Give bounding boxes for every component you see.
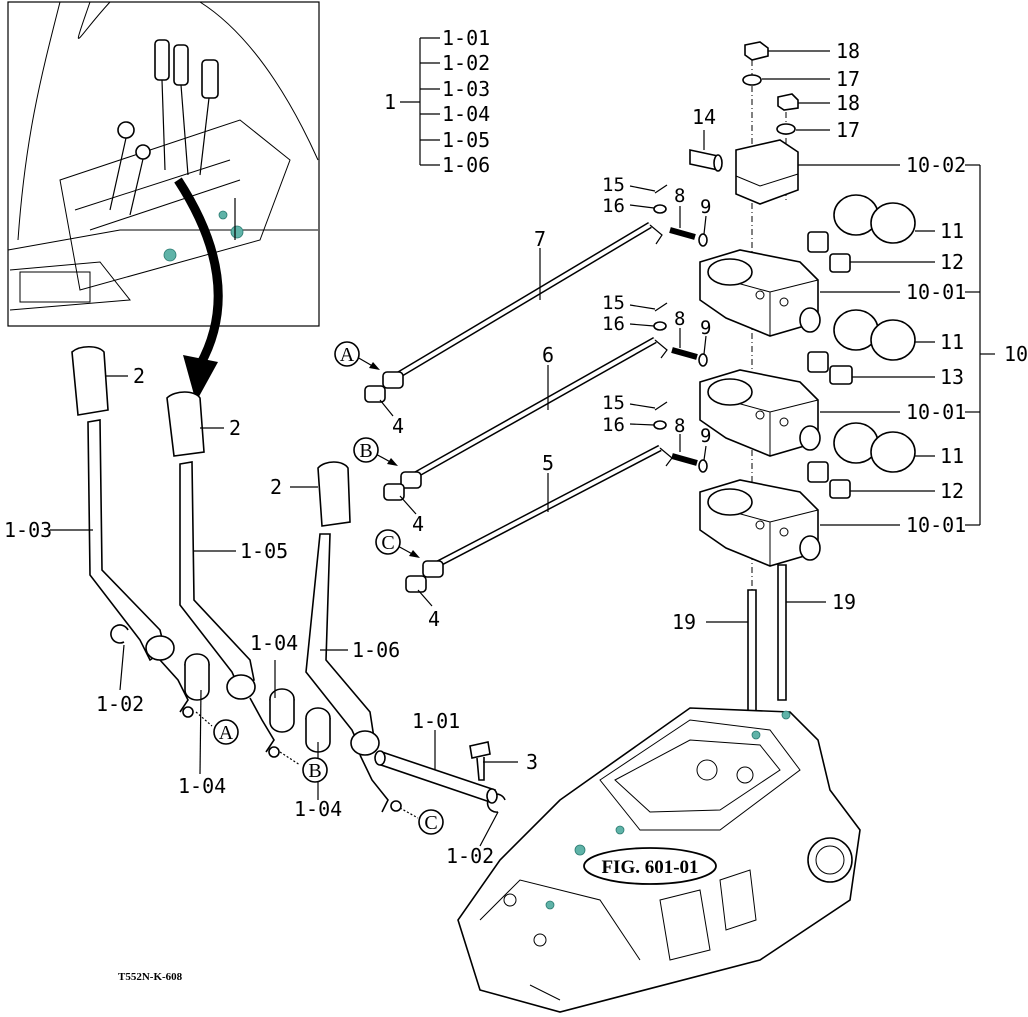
bolt-3 — [469, 741, 491, 781]
callout-10-01-b: 10-01 — [906, 400, 966, 424]
callout-3: 3 — [526, 750, 538, 774]
callout-11-a: 11 — [940, 219, 964, 243]
callout-1-06: 1-06 — [352, 638, 400, 662]
ref-marker-b-lever-label: B — [308, 760, 321, 782]
callout-1-01: 1-01 — [412, 709, 460, 733]
callout-1: 1 — [384, 90, 396, 114]
callout-1-05-top: 1-05 — [442, 128, 490, 152]
reference-markers: A B C A B C — [213, 341, 444, 835]
callout-8-c: 8 — [674, 415, 685, 437]
pointer-arrow — [174, 177, 223, 402]
callout-1-06-top: 1-06 — [442, 153, 490, 177]
callout-19-left: 19 — [672, 610, 696, 634]
callout-6: 6 — [542, 343, 554, 367]
callout-1-02-top: 1-02 — [442, 51, 490, 75]
callout-16-b: 16 — [602, 313, 625, 335]
callout-19-right: 19 — [832, 590, 856, 614]
lever-1-06 — [305, 461, 402, 813]
callout-17-b: 17 — [836, 118, 860, 142]
callout-1-02-right: 1-02 — [446, 844, 494, 868]
callout-2-a: 2 — [133, 364, 145, 388]
ref-marker-c-rod-label: C — [381, 532, 394, 554]
callout-18-b: 18 — [836, 91, 860, 115]
callout-1-01-top: 1-01 — [442, 26, 490, 50]
ref-marker-a-rod — [334, 341, 360, 367]
ref-marker-b-rod — [353, 437, 379, 463]
callout-1-04-top: 1-04 — [442, 102, 490, 126]
callout-17-a: 17 — [836, 67, 860, 91]
callout-9-b: 9 — [700, 317, 711, 339]
callout-15-b: 15 — [602, 292, 625, 314]
callout-labels: 1 1-01 1-02 1-03 1-04 1-05 1-06 18 17 18… — [4, 26, 1028, 868]
couplers — [807, 194, 916, 499]
callout-1-03-top: 1-03 — [442, 77, 490, 101]
callout-11-b: 11 — [940, 330, 964, 354]
fig-reference: FIG. 601-01 — [601, 857, 698, 878]
inset-view — [7, 1, 320, 327]
callout-1-05: 1-05 — [240, 539, 288, 563]
bushings — [184, 653, 331, 753]
callout-16-c: 16 — [602, 414, 625, 436]
valve-stack — [689, 41, 916, 721]
callout-9-a: 9 — [700, 196, 711, 218]
valve-section-mid — [699, 369, 821, 457]
callout-1-04-lower-left: 1-04 — [178, 774, 226, 798]
ref-marker-b-lever — [302, 757, 328, 783]
leader-lines — [50, 37, 995, 847]
valve-section-top — [699, 249, 821, 337]
callout-10: 10 — [1004, 342, 1028, 366]
ref-marker-c-lever — [418, 809, 444, 835]
callout-13: 13 — [940, 365, 964, 389]
callout-16-a: 16 — [602, 195, 625, 217]
callout-9-c: 9 — [700, 425, 711, 447]
callout-1-03: 1-03 — [4, 518, 52, 542]
shaft-1-01 — [374, 750, 498, 804]
callout-1-04-upper: 1-04 — [250, 631, 298, 655]
callout-12-b: 12 — [940, 479, 964, 503]
lever-1-05 — [166, 391, 280, 758]
callout-10-01-a: 10-01 — [906, 280, 966, 304]
pins-and-washers — [653, 184, 708, 473]
callout-2-c: 2 — [270, 475, 282, 499]
callout-15-c: 15 — [602, 392, 625, 414]
ref-marker-a-lever-label: A — [219, 722, 234, 744]
callout-8-a: 8 — [674, 185, 685, 207]
ref-marker-a-lever — [213, 719, 239, 745]
callout-12-a: 12 — [940, 250, 964, 274]
callout-14: 14 — [692, 105, 716, 129]
drawing-code: T552N-K-608 — [118, 971, 183, 983]
fig-ref-oval — [583, 847, 717, 885]
callout-15-a: 15 — [602, 174, 625, 196]
callout-1-04-lower-mid: 1-04 — [294, 797, 342, 821]
lever-1-03 — [71, 345, 194, 718]
housing — [457, 707, 861, 1013]
callout-2-b: 2 — [229, 416, 241, 440]
callout-4-b: 4 — [412, 512, 424, 536]
ref-marker-a-rod-label: A — [340, 344, 355, 366]
callout-10-02: 10-02 — [906, 153, 966, 177]
callout-4-c: 4 — [428, 607, 440, 631]
ref-marker-c-lever-label: C — [424, 812, 437, 834]
callout-18-a: 18 — [836, 39, 860, 63]
callout-1-02-left: 1-02 — [96, 692, 144, 716]
ref-marker-b-rod-label: B — [359, 440, 372, 462]
callout-5: 5 — [542, 451, 554, 475]
callout-10-01-c: 10-01 — [906, 513, 966, 537]
callout-8-b: 8 — [674, 308, 685, 330]
ref-marker-c-rod — [375, 529, 401, 555]
callout-11-c: 11 — [940, 444, 964, 468]
callout-4-a: 4 — [392, 414, 404, 438]
rods — [364, 221, 673, 593]
valve-section-bottom — [699, 479, 821, 567]
callout-7: 7 — [534, 227, 546, 251]
